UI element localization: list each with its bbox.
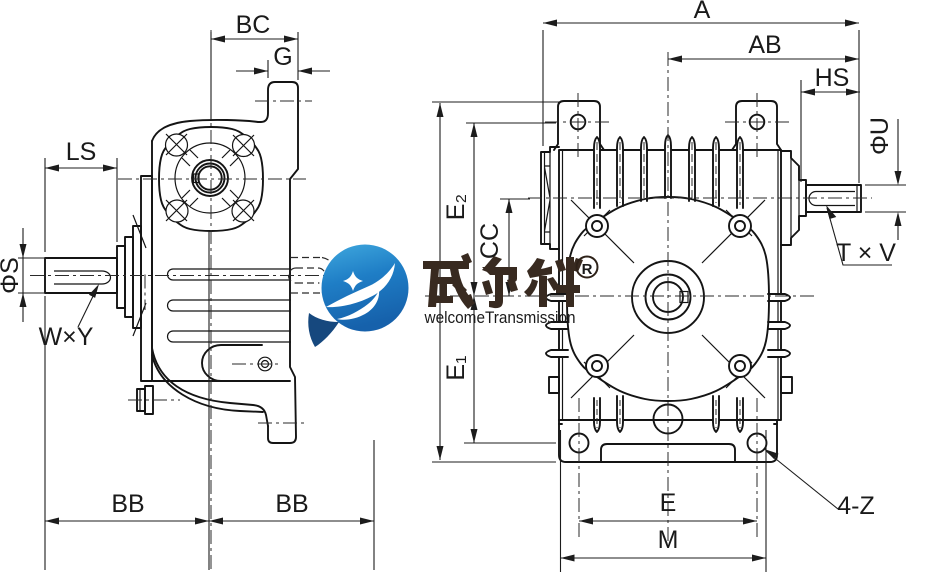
svg-text:M: M (658, 526, 679, 554)
svg-text:A: A (694, 0, 711, 24)
svg-text:R: R (582, 261, 593, 278)
svg-text:BB: BB (275, 490, 308, 518)
svg-text:ΦS: ΦS (0, 257, 24, 294)
svg-text:HS: HS (815, 64, 850, 92)
svg-text:LS: LS (66, 138, 97, 166)
svg-text:BB: BB (111, 490, 144, 518)
svg-text:T × V: T × V (836, 239, 896, 267)
svg-text:CC: CC (476, 223, 504, 259)
svg-text:E₁: E₁ (442, 355, 470, 380)
svg-text:ΦU: ΦU (866, 117, 894, 155)
svg-text:E: E (660, 489, 677, 517)
svg-text:G: G (273, 43, 292, 71)
svg-text:welcomeTransmission: welcomeTransmission (424, 308, 576, 327)
svg-text:BC: BC (236, 11, 271, 39)
svg-text:E₂: E₂ (442, 194, 470, 220)
svg-text:W×Y: W×Y (39, 323, 94, 351)
svg-text:AB: AB (748, 31, 781, 59)
svg-text:4-Z: 4-Z (837, 492, 875, 520)
